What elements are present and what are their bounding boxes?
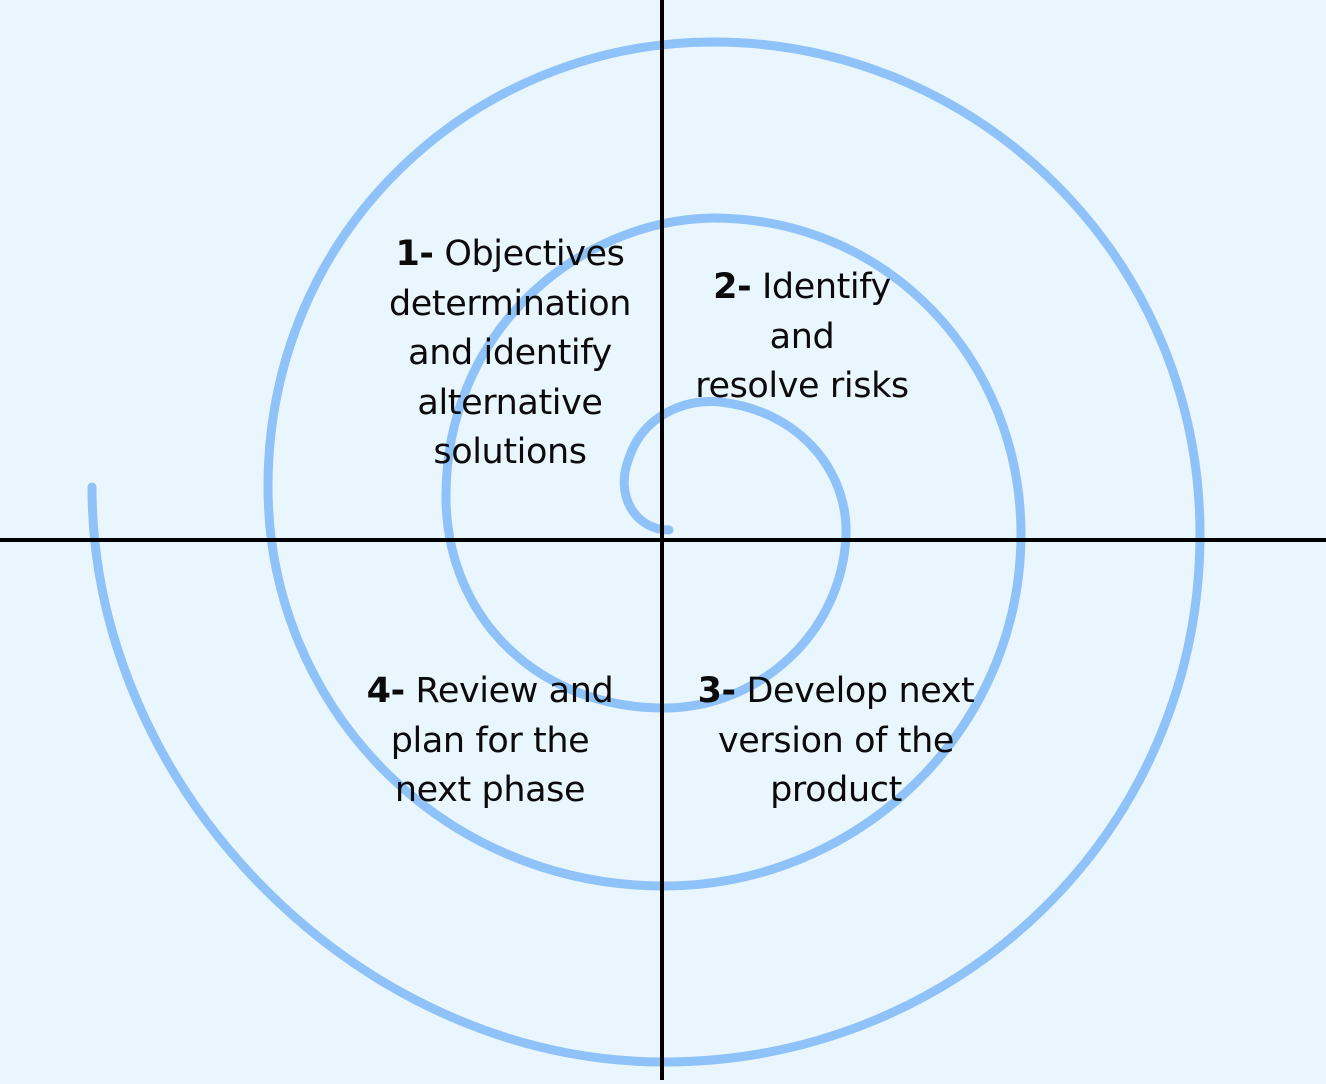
- quadrant-1-line-2: determination: [388, 283, 632, 324]
- quadrant-3-number: 3-: [697, 671, 736, 711]
- quadrant-2-line-3: resolve risks: [695, 366, 909, 406]
- quadrant-2-line-2: and: [769, 316, 835, 357]
- quadrant-1-label: 1- Objectives determination and identify…: [360, 230, 660, 478]
- quadrant-3-line-3: product: [770, 770, 902, 810]
- quadrant-4-line-2: plan for the: [390, 720, 590, 761]
- quadrant-1-number: 1-: [395, 234, 434, 274]
- spiral-curve: [87, 37, 1205, 1067]
- quadrant-4-line-1: Review and: [415, 671, 614, 711]
- quadrant-2-label: 2- Identify and resolve risks: [662, 263, 942, 412]
- quadrant-1-line-4: alternative: [417, 382, 603, 423]
- quadrant-3-line-2: version of the: [717, 720, 955, 761]
- quadrant-1-line-5: solutions: [433, 432, 587, 472]
- quadrant-4-line-3: next phase: [394, 770, 586, 810]
- quadrant-4-number: 4-: [366, 671, 405, 711]
- quadrant-1-line-1: Objectives: [444, 234, 625, 274]
- quadrant-4-label: 4- Review and plan for the next phase: [340, 667, 640, 816]
- quadrant-2-number: 2-: [713, 267, 752, 307]
- quadrant-3-label: 3- Develop next version of the product: [676, 667, 996, 816]
- quadrant-2-line-1: Identify: [761, 267, 891, 307]
- quadrant-3-line-1: Develop next: [746, 671, 975, 711]
- quadrant-1-line-3: and identify: [408, 333, 612, 373]
